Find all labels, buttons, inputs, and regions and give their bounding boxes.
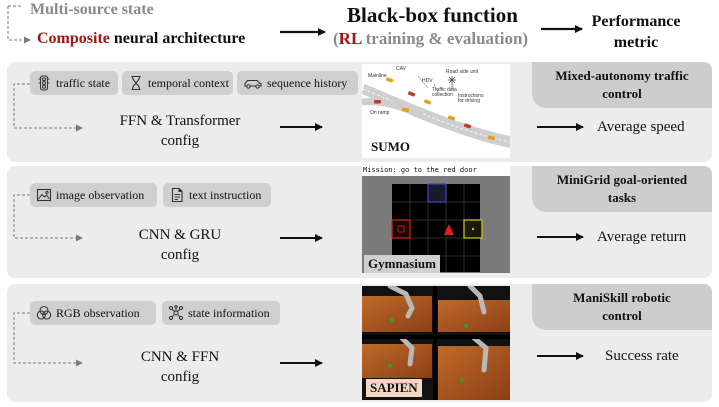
rl-open-paren: ( [333, 29, 339, 48]
config-minigrid-line1: CNN & GRU [138, 227, 222, 243]
chip-temporal-context: temporal context [122, 71, 233, 95]
sumo-data-collection-label: Traffic data collection [432, 87, 457, 98]
sumo-scene-image: Mainline CAV HDV Road side unit Traffic … [362, 64, 510, 158]
metric-average-return: Average return [597, 229, 687, 245]
network-icon [168, 305, 184, 321]
maniskill-tiles-graphic [362, 286, 510, 400]
car-icon [243, 75, 263, 91]
sumo-sim-label: SUMO [367, 138, 414, 156]
config-minigrid: CNN & GRU config [90, 225, 270, 265]
chip-label: text instruction [189, 187, 262, 202]
rgb-icon [36, 305, 52, 321]
task-minigrid-line1: MiniGrid goal-oriented [556, 172, 688, 187]
hourglass-icon [128, 75, 144, 91]
config-traffic-line2: config [160, 133, 200, 149]
traffic-light-icon [36, 75, 52, 91]
chip-traffic-state: traffic state [30, 71, 118, 95]
sumo-road-graphic [362, 75, 510, 148]
composite-architecture-label: Composite neural architecture [37, 30, 245, 48]
metric-success-rate: Success rate [605, 348, 679, 364]
chip-label: traffic state [56, 75, 111, 90]
chip-label: image observation [56, 187, 145, 202]
minigrid-scene-image: Mission: go to the red door Gymnasium [362, 165, 510, 273]
task-traffic-line1: Mixed-autonomy traffic [555, 68, 689, 83]
metric-average-speed: Average speed [597, 119, 685, 135]
config-maniskill-line1: CNN & FFN [140, 349, 220, 365]
performance-metric-line1: Performance [591, 13, 681, 30]
sumo-road-side-label: Road side unit [446, 69, 478, 75]
chip-state-information: state information [162, 301, 280, 325]
chip-label: state information [188, 305, 270, 320]
task-traffic-line2: control [602, 86, 642, 101]
chip-image-observation: image observation [30, 183, 157, 207]
rl-rest: training & evaluation) [361, 29, 529, 48]
config-maniskill: CNN & FFN config [90, 347, 270, 387]
config-traffic: FFN & Transformer config [90, 111, 270, 151]
performance-metric-title: Performance metric [586, 11, 686, 53]
sumo-mainline-label: Mainline [368, 73, 387, 79]
sumo-instructions-label: Instructions for driving [458, 93, 484, 104]
sumo-hdv-label: HDV [422, 78, 433, 84]
sumo-on-ramp-label: On ramp [370, 110, 390, 116]
sumo-cav-label: CAV [396, 66, 406, 72]
composite-rest: neural architecture [109, 30, 246, 47]
task-minigrid-line2: tasks [607, 190, 637, 205]
chip-rgb-observation: RGB observation [30, 301, 156, 325]
minigrid-mission-text: Mission: go to the red door [363, 166, 477, 174]
maniskill-scene-image: SAPIEN [362, 286, 510, 400]
chip-label: RGB observation [56, 305, 140, 320]
multi-source-state-label: Multi-source state [30, 1, 154, 18]
rl-word: RL [338, 29, 362, 48]
composite-word: Composite [37, 30, 110, 47]
image-icon [36, 187, 52, 203]
gymnasium-sim-label: Gymnasium [364, 255, 440, 273]
header-dashed-arrow [7, 6, 31, 44]
document-icon [169, 187, 185, 203]
config-maniskill-line2: config [160, 369, 200, 385]
chip-text-instruction: text instruction [163, 183, 271, 207]
task-maniskill-line2: control [602, 308, 642, 323]
sapien-sim-label: SAPIEN [366, 379, 422, 397]
task-maniskill-line1: ManiSkill robotic [573, 290, 671, 305]
chip-label: temporal context [148, 75, 229, 90]
config-minigrid-line2: config [160, 247, 200, 263]
performance-metric-line2: metric [613, 34, 659, 51]
blackbox-function-title: Black-box function [347, 3, 518, 27]
rl-training-subtitle: (RL training & evaluation) [333, 29, 528, 49]
task-badge-traffic: Mixed-autonomy traffic control [532, 62, 712, 108]
chip-sequence-history: sequence history [237, 71, 358, 95]
task-badge-maniskill: ManiSkill robotic control [532, 284, 712, 330]
config-traffic-line1: FFN & Transformer [119, 113, 241, 129]
task-badge-minigrid: MiniGrid goal-oriented tasks [532, 166, 712, 212]
chip-label: sequence history [267, 75, 348, 90]
